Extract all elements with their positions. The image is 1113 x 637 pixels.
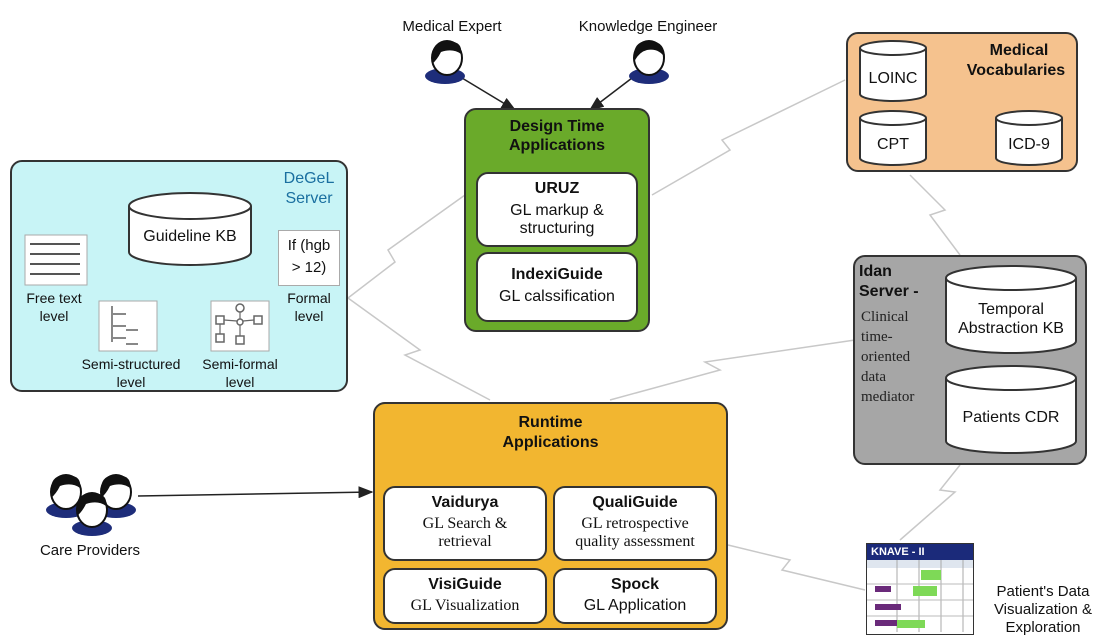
uruz-desc-1: GL markup & (510, 202, 604, 219)
icd9-label: ICD-9 (1008, 136, 1050, 153)
design-time-title-2: Applications (508, 137, 605, 154)
formal-snippet-1: If (hgb (287, 237, 331, 254)
knave-visualization-icon (867, 560, 973, 632)
knowledge-engineer-icon (629, 40, 669, 84)
formal-snippet: If (hgb > 12) (278, 230, 340, 286)
runtime-title-2: Applications (502, 434, 599, 451)
loinc-db-icon (859, 40, 927, 102)
formal-level-2: level (294, 308, 324, 324)
knave-caption-2: Visualization & (993, 601, 1093, 618)
icd9-db-icon (995, 110, 1063, 166)
patients-cdr-db-icon (945, 365, 1077, 454)
knave-ii-screenshot: KNAVE - II (866, 543, 974, 635)
vaidurya-desc-2: retrieval (438, 533, 492, 550)
guideline-kb-db-icon (128, 192, 252, 266)
arrow-care-to-runtime (137, 486, 374, 499)
semi-structured-level-2: level (116, 374, 146, 390)
design-time-applications: Design Time Applications URUZ GL markup … (464, 108, 650, 332)
idan-desc-5: mediator (861, 389, 915, 405)
knave-caption-3: Exploration (1005, 619, 1081, 636)
semi-structured-document-icon (98, 300, 158, 352)
indexiguide-box: IndexiGuide GL calssification (476, 252, 638, 322)
degel-title-2: Server (285, 190, 333, 207)
cpt-label: CPT (877, 136, 909, 153)
idan-title-2: Server - (859, 283, 919, 300)
uruz-box: URUZ GL markup & structuring (476, 172, 638, 247)
knave-title: KNAVE - II (867, 544, 973, 560)
visiguide-box: VisiGuide GL Visualization (383, 568, 547, 624)
qualiguide-desc-2: quality assessment (575, 533, 695, 550)
free-text-document-icon (24, 234, 88, 286)
indexiguide-desc: GL calssification (499, 288, 615, 305)
idan-desc-4: data (861, 369, 886, 385)
semi-formal-level-1: Semi-formal (202, 356, 278, 372)
temporal-kb-1: Temporal (978, 301, 1044, 318)
link-degel-to-runtime (347, 297, 491, 401)
visiguide-name: VisiGuide (428, 576, 502, 593)
spock-box: Spock GL Application (553, 568, 717, 624)
idan-desc-3: oriented (861, 349, 911, 365)
link-vocab-to-idan (909, 174, 961, 256)
formal-snippet-2: > 12) (291, 259, 327, 276)
patients-cdr-label: Patients CDR (962, 409, 1060, 426)
knave-caption-1: Patient's Data (996, 583, 1090, 600)
semi-formal-level-2: level (225, 374, 255, 390)
idan-description: Clinical time- oriented data mediator (861, 307, 941, 407)
qualiguide-box: QualiGuide GL retrospective quality asse… (553, 486, 717, 561)
design-time-title-1: Design Time (509, 118, 605, 135)
link-idan-to-knave (899, 464, 961, 541)
spock-desc: GL Application (583, 597, 687, 614)
idan-title-1: Idan (859, 263, 892, 280)
medical-expert-label: Medical Expert (402, 18, 502, 35)
free-text-level-1: Free text (26, 290, 82, 306)
vaidurya-desc-1: GL Search & (422, 515, 508, 532)
formal-level-1: Formal (287, 290, 331, 306)
link-runtime-to-knave (727, 544, 866, 591)
cpt-db-icon (859, 110, 927, 166)
care-providers-icon (46, 474, 136, 536)
knowledge-engineer-label: Knowledge Engineer (578, 18, 718, 35)
runtime-applications: Runtime Applications Vaidurya GL Search … (373, 402, 728, 630)
link-runtime-to-idan (609, 339, 856, 401)
medical-expert-icon (425, 40, 465, 84)
link-design-to-vocab (651, 79, 846, 196)
qualiguide-desc-1: GL retrospective (581, 515, 689, 532)
uruz-name: URUZ (534, 180, 580, 197)
visiguide-desc: GL Visualization (410, 597, 520, 614)
link-degel-to-design (347, 194, 466, 299)
runtime-title-1: Runtime (518, 414, 583, 431)
idan-server: Idan Server - Clinical time- oriented da… (853, 255, 1087, 465)
semi-structured-level-1: Semi-structured (81, 356, 181, 372)
free-text-level-2: level (39, 308, 69, 324)
guideline-kb-label: Guideline KB (143, 228, 237, 245)
semi-formal-document-icon (210, 300, 270, 352)
degel-title-1: DeGeL (283, 170, 335, 187)
degel-server: DeGeL Server Guideline KB Free text leve… (10, 160, 348, 392)
idan-desc-1: Clinical (861, 309, 909, 325)
uruz-desc-2: structuring (519, 220, 595, 237)
qualiguide-name: QualiGuide (592, 494, 678, 511)
arrow-expert-to-design (461, 77, 517, 111)
care-providers-label: Care Providers (39, 542, 141, 559)
vaidurya-name: Vaidurya (431, 494, 499, 511)
spock-name: Spock (610, 576, 659, 593)
medical-vocabularies: Medical Vocabularies LOINC CPT ICD-9 (846, 32, 1078, 172)
temporal-kb-2: Abstraction KB (958, 320, 1064, 337)
vocab-title-1: Medical (989, 42, 1049, 59)
loinc-label: LOINC (868, 70, 918, 87)
indexiguide-name: IndexiGuide (511, 266, 603, 283)
idan-desc-2: time- (861, 329, 893, 345)
temporal-abstraction-kb-db-icon (945, 265, 1077, 354)
vocab-title-2: Vocabularies (966, 62, 1066, 79)
vaidurya-box: Vaidurya GL Search & retrieval (383, 486, 547, 561)
arrow-engineer-to-design (588, 77, 633, 111)
